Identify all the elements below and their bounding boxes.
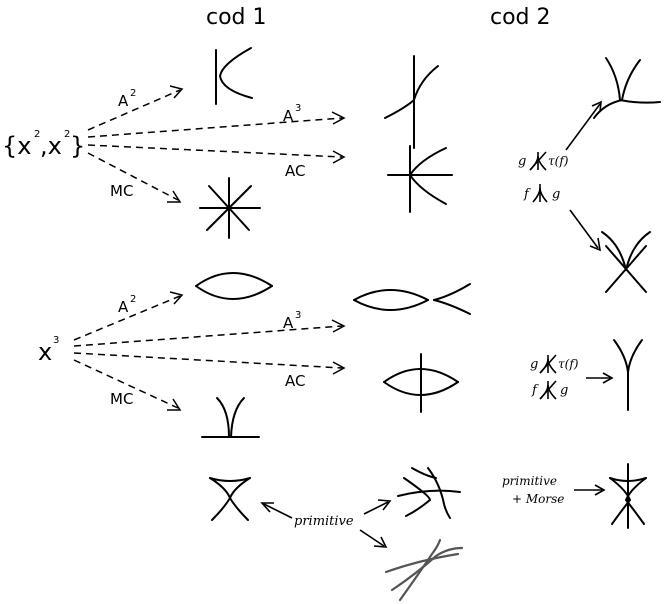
arrow-primitive-to-crossing [363,499,392,515]
arrow-a2-bottom: A 2 [73,291,184,341]
three-branch-cusp-icon [593,57,661,119]
svg-text:+ Morse: + Morse [512,492,564,506]
arrow-primitive-to-swallowtail [260,502,293,519]
pitchfork-struck-icon [529,151,547,171]
pitchfork-struck-icon-3 [539,380,557,400]
arrow-to-swallowtail-line [574,484,606,496]
svg-text:A: A [118,92,129,110]
arrow-mc-bottom: MC [73,359,182,411]
y-cusp-line-icon [613,339,643,411]
svg-text:τ(f): τ(f) [558,357,579,371]
svg-text:{x: {x [2,132,31,160]
svg-text:3: 3 [295,103,301,114]
svg-text:A: A [283,314,294,332]
svg-text:3: 3 [53,335,59,346]
svg-text:x: x [38,338,52,366]
arrow-to-x-cusp [569,209,602,252]
condition-group-2: g τ(f) f g [530,354,579,400]
svg-text:AC: AC [285,162,305,180]
svg-text:2: 2 [130,294,136,305]
arrow-primitive-to-grey [359,529,388,548]
svg-text:f: f [531,383,539,398]
svg-text:MC: MC [110,390,133,408]
pitchfork-icon [532,184,548,203]
svg-text:g: g [552,187,560,202]
fold-curve-line-icon [215,47,253,105]
arrow-a3-top: A 3 [87,103,346,138]
svg-text:A: A [118,298,129,316]
swallowtail-icon [209,477,251,521]
cusp-tangent-line-icon [384,55,439,149]
x-with-cusp-icon [601,231,651,293]
svg-text:}: } [70,132,85,160]
arrow-ac-bottom: AC [73,352,346,390]
four-lines-star-icon [199,177,261,239]
svg-text:MC: MC [110,182,133,200]
svg-text:g: g [518,154,526,169]
svg-text:g: g [530,357,538,372]
svg-text:g: g [560,383,568,398]
svg-text:3: 3 [295,310,301,321]
line-cross-cusp-icon [387,145,453,213]
header-cod-1: cod 1 [206,5,267,30]
svg-text:f: f [523,187,531,202]
germ-x3: x 3 [38,335,59,366]
svg-text:,x: ,x [40,132,62,160]
arrow-to-y-cusp [586,372,614,384]
svg-text:τ(f): τ(f) [548,154,569,168]
cusp-on-line-icon [201,397,260,438]
crossing-curves-icon [397,467,461,519]
svg-text:2: 2 [64,129,70,140]
primitive-label: primitive [294,514,354,529]
swallowtail-line-icon [609,463,647,529]
svg-text:A: A [283,107,294,125]
arrow-a3-bottom: A 3 [73,310,346,347]
arrow-to-three-branch [565,100,602,151]
svg-text:2: 2 [34,129,40,140]
lens-line-icon [383,353,459,413]
arrow-a2-top: A 2 [87,85,184,131]
svg-text:AC: AC [285,372,305,390]
grey-crossing-curves-icon [384,538,464,602]
lens-icon [195,272,273,300]
lens-and-cusp-icon [353,283,471,315]
svg-text:2: 2 [130,88,136,99]
arrow-ac-top: AC [87,144,346,180]
germ-x2-x2: {x 2 ,x 2 } [2,129,85,160]
condition-group-1: g τ(f) f g [518,151,569,203]
arrow-mc-top: MC [87,152,182,203]
header-cod-2: cod 2 [490,5,551,30]
svg-text:primitive: primitive [502,474,557,488]
pitchfork-struck-icon-2 [539,354,557,374]
primitive-morse-label: primitive + Morse [502,474,564,506]
